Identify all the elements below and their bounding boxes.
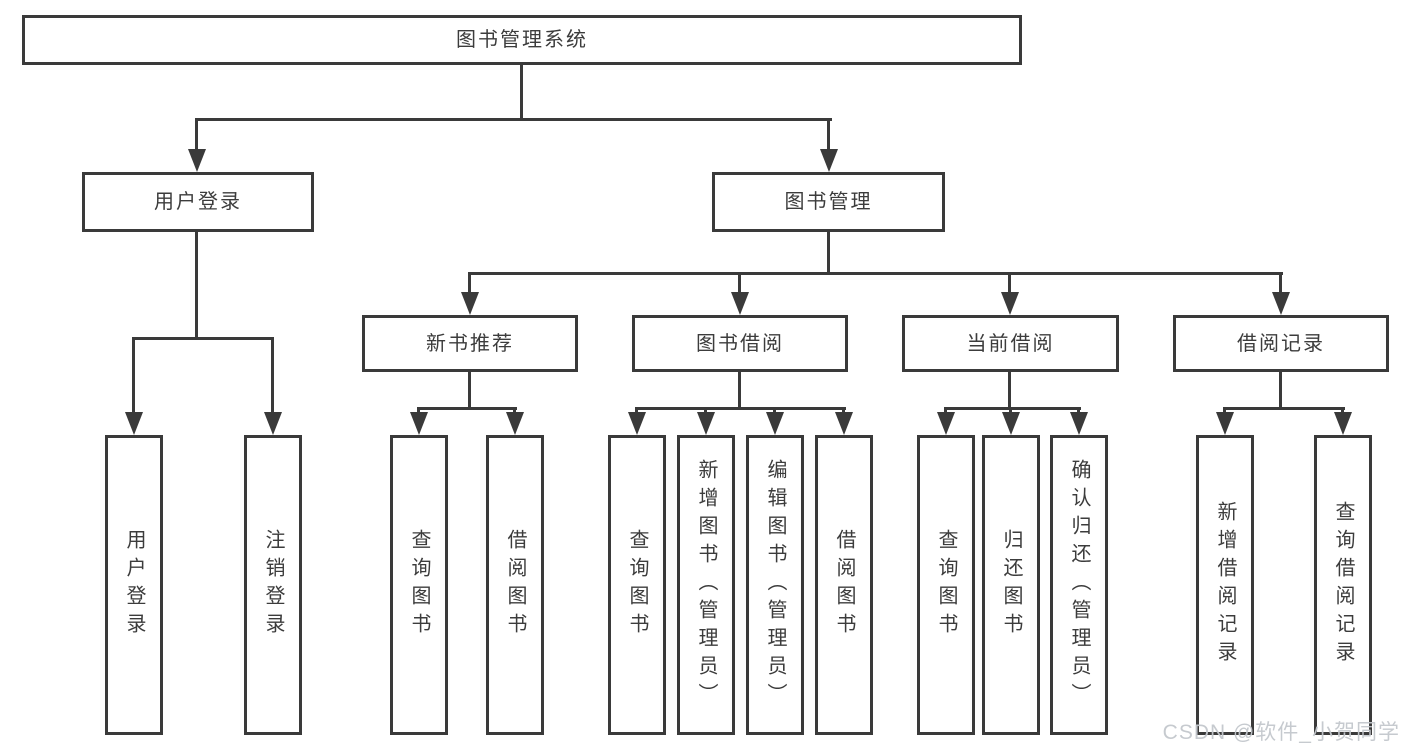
- leaf-query-books-recommend: 查询图书: [390, 435, 448, 735]
- leaf-query-borrow-record: 查询借阅记录: [1314, 435, 1372, 735]
- node-label: 用户登录: [154, 191, 242, 213]
- connector-new-book-stem: [468, 370, 471, 409]
- leaf-query-books-borrowing: 查询图书: [608, 435, 666, 735]
- connector-user-login-bar: [132, 337, 273, 340]
- leaf-label: 借阅图书: [504, 529, 526, 641]
- leaf-add-borrow-record: 新增借阅记录: [1196, 435, 1254, 735]
- connector-book-borrow-stem: [738, 370, 741, 409]
- node-label: 图书管理: [784, 191, 873, 213]
- arrowhead-down-icon: [1001, 292, 1019, 315]
- leaf-label: 新增图书（管理员）: [695, 459, 717, 711]
- node-book-management-system: 图书管理系统: [22, 15, 1022, 65]
- connector-current-borrow-drop-3: [1077, 407, 1080, 414]
- node-book-management: 图书管理: [712, 172, 945, 232]
- connector-current-borrow-drop-1: [944, 407, 947, 414]
- connector-records-stem: [1279, 370, 1282, 409]
- connector-book-mgmt-bar: [468, 272, 1283, 275]
- leaf-query-books-current: 查询图书: [917, 435, 975, 735]
- leaf-label: 用户登录: [123, 529, 145, 641]
- leaf-label: 查询借阅记录: [1332, 501, 1354, 669]
- arrowhead-down-icon: [1272, 292, 1290, 315]
- leaf-borrow-books: 借阅图书: [815, 435, 873, 735]
- node-current-borrowing: 当前借阅: [902, 315, 1119, 372]
- node-new-book-recommendation: 新书推荐: [362, 315, 578, 372]
- arrowhead-down-icon: [766, 412, 784, 435]
- connector-records-bar: [1223, 407, 1345, 410]
- connector-book-mgmt-drop-2: [738, 272, 741, 294]
- connector-user-login-stem: [195, 230, 198, 339]
- arrowhead-down-icon: [125, 412, 143, 435]
- connector-book-mgmt-drop-3: [1008, 272, 1011, 294]
- leaf-label: 编辑图书（管理员）: [764, 459, 786, 711]
- arrowhead-down-icon: [731, 292, 749, 315]
- arrowhead-down-icon: [264, 412, 282, 435]
- leaf-confirm-return-admin: 确认归还（管理员）: [1050, 435, 1108, 735]
- leaf-logout: 注销登录: [244, 435, 302, 735]
- connector-book-mgmt-drop-1: [468, 272, 471, 294]
- connector-book-borrow-bar: [635, 407, 846, 410]
- arrowhead-down-icon: [461, 292, 479, 315]
- connector-root-stem: [520, 64, 523, 120]
- connector-root-drop-left: [195, 118, 198, 151]
- connector-new-book-drop-1: [417, 407, 420, 414]
- connector-book-borrow-drop-4: [842, 407, 845, 414]
- node-label: 图书管理系统: [456, 29, 588, 51]
- node-label: 借阅记录: [1237, 332, 1325, 355]
- arrowhead-down-icon: [820, 149, 838, 172]
- connector-current-borrow-drop-2: [1009, 407, 1012, 414]
- leaf-label: 确认归还（管理员）: [1068, 459, 1090, 711]
- arrowhead-down-icon: [1216, 412, 1234, 435]
- arrowhead-down-icon: [937, 412, 955, 435]
- connector-root-drop-right: [827, 118, 830, 151]
- leaf-add-books-admin: 新增图书（管理员）: [677, 435, 735, 735]
- connector-book-mgmt-stem: [827, 230, 830, 274]
- connector-root-bar: [196, 118, 832, 121]
- connector-book-mgmt-drop-4: [1279, 272, 1282, 294]
- arrowhead-down-icon: [697, 412, 715, 435]
- leaf-user-login: 用户登录: [105, 435, 163, 735]
- leaf-label: 查询图书: [935, 529, 957, 641]
- leaf-borrow-books-recommend: 借阅图书: [486, 435, 544, 735]
- connector-records-drop-1: [1223, 407, 1226, 414]
- connector-book-borrow-drop-1: [635, 407, 638, 414]
- arrowhead-down-icon: [628, 412, 646, 435]
- connector-current-borrow-stem: [1008, 370, 1011, 409]
- node-label: 当前借阅: [966, 332, 1055, 355]
- node-user-login: 用户登录: [82, 172, 314, 232]
- node-borrowing-records: 借阅记录: [1173, 315, 1389, 372]
- connector-user-login-drop-2: [271, 337, 274, 414]
- arrowhead-down-icon: [835, 412, 853, 435]
- leaf-label: 新增借阅记录: [1214, 501, 1236, 669]
- connector-new-book-drop-2: [513, 407, 516, 414]
- leaf-label: 借阅图书: [833, 529, 855, 641]
- node-label: 图书借阅: [696, 332, 784, 355]
- connector-records-drop-2: [1341, 407, 1344, 414]
- node-label: 新书推荐: [426, 332, 514, 355]
- leaf-label: 查询图书: [408, 529, 430, 641]
- connector-user-login-drop-1: [132, 337, 135, 414]
- leaf-label: 注销登录: [262, 529, 284, 641]
- node-book-borrowing: 图书借阅: [632, 315, 848, 372]
- arrowhead-down-icon: [1002, 412, 1020, 435]
- connector-book-borrow-drop-3: [773, 407, 776, 414]
- arrowhead-down-icon: [1334, 412, 1352, 435]
- arrowhead-down-icon: [410, 412, 428, 435]
- arrowhead-down-icon: [188, 149, 206, 172]
- leaf-label: 查询图书: [626, 529, 648, 641]
- leaf-edit-books-admin: 编辑图书（管理员）: [746, 435, 804, 735]
- leaf-return-books: 归还图书: [982, 435, 1040, 735]
- connector-current-borrow-bar: [944, 407, 1081, 410]
- arrowhead-down-icon: [506, 412, 524, 435]
- connector-new-book-bar: [417, 407, 517, 410]
- arrowhead-down-icon: [1070, 412, 1088, 435]
- watermark: CSDN @软件_小贺同学: [1162, 721, 1400, 744]
- connector-book-borrow-drop-2: [704, 407, 707, 414]
- leaf-label: 归还图书: [1000, 529, 1022, 641]
